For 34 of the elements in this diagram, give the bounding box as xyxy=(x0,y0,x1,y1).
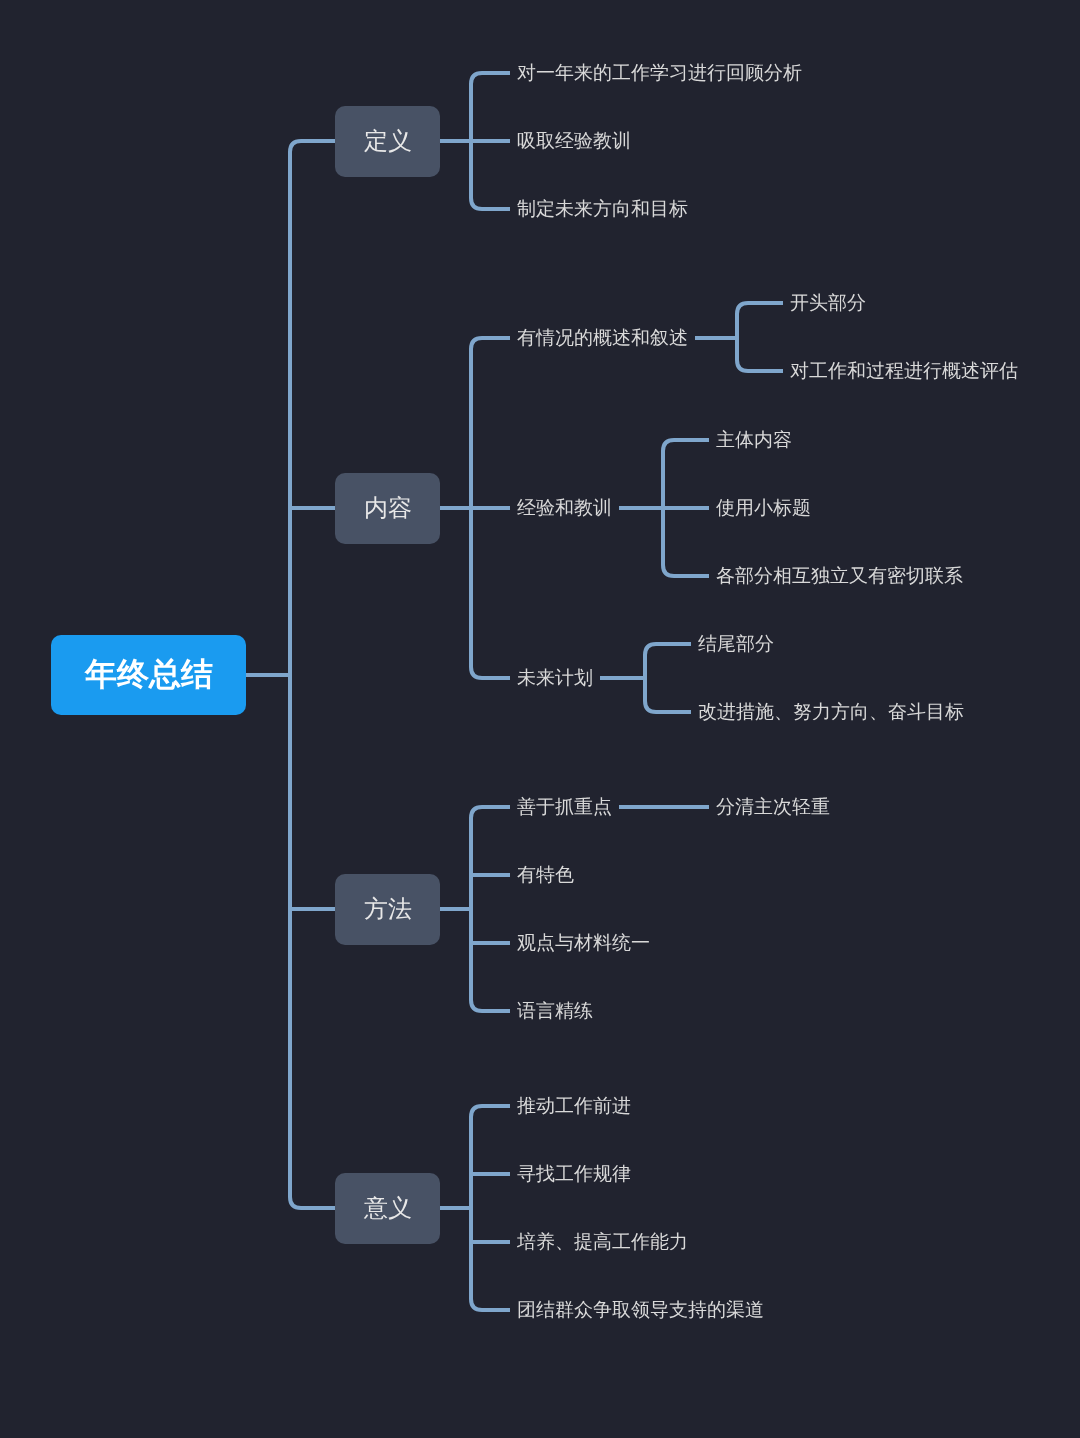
connector-line xyxy=(600,676,691,714)
subtopic-text: 团结群众争取领导支持的渠道 xyxy=(517,1298,764,1322)
subtopic-text: 吸取经验教训 xyxy=(517,129,631,153)
subtopic-text: 各部分相互独立又有密切联系 xyxy=(716,564,963,588)
subtopic-text: 主体内容 xyxy=(716,428,792,452)
subtopic-text: 改进措施、努力方向、奋斗目标 xyxy=(698,700,964,724)
subtopic-text: 对工作和过程进行概述评估 xyxy=(790,359,1018,383)
main-topic-box: 定义 xyxy=(335,105,440,177)
connector-line xyxy=(619,805,709,809)
subtopic-text: 结尾部分 xyxy=(698,632,774,656)
main-topic-box: 意义 xyxy=(335,1172,440,1244)
central-topic-box: 年终总结 xyxy=(51,635,246,715)
connector-line xyxy=(440,1206,510,1312)
main-topic-box: 方法 xyxy=(335,873,440,945)
main-topic-box: 内容 xyxy=(335,472,440,544)
subtopic-text: 寻找工作规律 xyxy=(517,1162,631,1186)
subtopic-text: 未来计划 xyxy=(517,666,593,690)
subtopic-text: 观点与材料统一 xyxy=(517,931,650,955)
subtopic-text: 使用小标题 xyxy=(716,496,811,520)
subtopic-text: 培养、提高工作能力 xyxy=(517,1230,688,1254)
subtopic-text: 经验和教训 xyxy=(517,496,612,520)
subtopic-text: 开头部分 xyxy=(790,291,866,315)
connector-line xyxy=(695,336,783,373)
subtopic-text: 制定未来方向和目标 xyxy=(517,197,688,221)
connector-line xyxy=(440,139,510,211)
subtopic-text: 推动工作前进 xyxy=(517,1094,631,1118)
subtopic-text: 有特色 xyxy=(517,863,574,887)
subtopic-text: 分清主次轻重 xyxy=(716,795,830,819)
connector-line xyxy=(440,506,510,680)
subtopic-text: 对一年来的工作学习进行回顾分析 xyxy=(517,61,802,85)
subtopic-text: 善于抓重点 xyxy=(517,795,612,819)
subtopic-text: 有情况的概述和叙述 xyxy=(517,326,688,350)
subtopic-text: 语言精练 xyxy=(517,999,593,1023)
connector-line xyxy=(440,907,510,1013)
